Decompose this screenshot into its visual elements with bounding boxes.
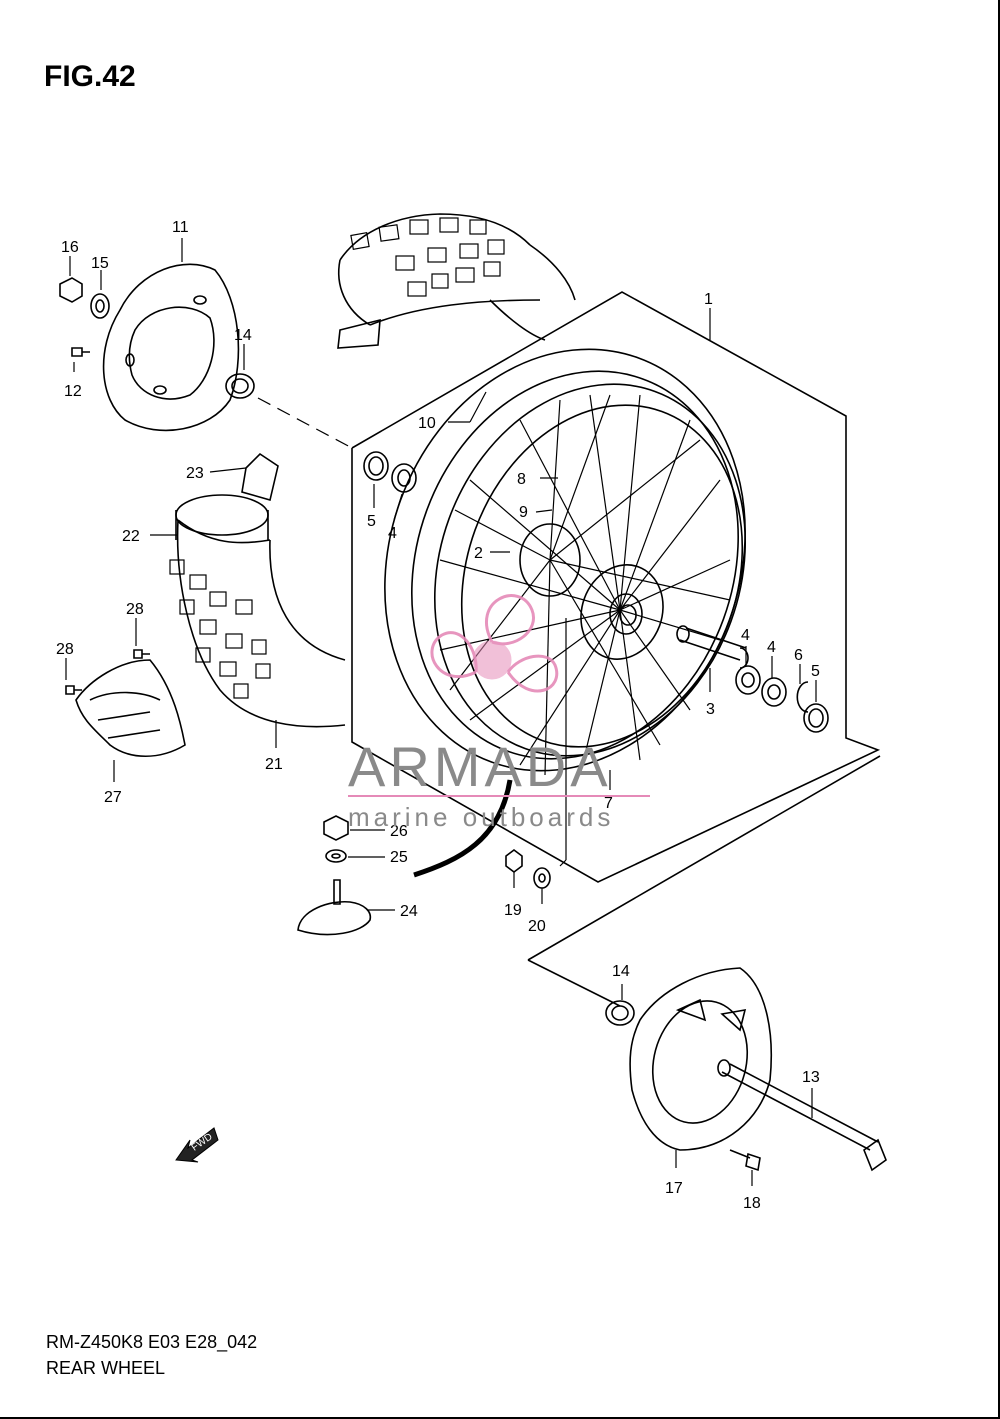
watermark-tagline: marine outboards — [348, 802, 614, 832]
spacer — [679, 627, 749, 669]
part-label: 3 — [706, 701, 715, 718]
assembly-frame — [351, 291, 881, 883]
bolt — [133, 649, 150, 659]
bolt — [71, 347, 90, 357]
model-code: RM-Z450K8 E03 E28_042 — [46, 1332, 258, 1352]
part-label: 7 — [604, 795, 613, 812]
part-label: 14 — [612, 963, 630, 980]
part-label: 5 — [811, 663, 820, 680]
rim-tape — [241, 452, 279, 501]
nut — [505, 849, 523, 873]
part-label: 10 — [418, 415, 436, 432]
part-label: 17 — [665, 1180, 683, 1197]
circlip — [796, 681, 809, 713]
part-label: 21 — [265, 756, 283, 773]
bearing — [761, 677, 787, 707]
collar — [225, 373, 255, 399]
part-label: 11 — [172, 219, 189, 236]
part-label: 4 — [388, 525, 397, 542]
bolt — [65, 685, 82, 695]
bearing — [735, 665, 761, 695]
part-label: 1 — [704, 291, 713, 308]
washer — [533, 867, 551, 889]
oil-seal — [363, 451, 389, 481]
oil-seal — [803, 703, 829, 733]
disc-guard — [75, 659, 186, 758]
bolt — [729, 1149, 761, 1172]
part-label: 5 — [367, 513, 376, 530]
part-label: 9 — [519, 504, 528, 521]
part-label: 20 — [528, 918, 546, 935]
part-label: 28 — [126, 601, 144, 618]
nut — [59, 277, 83, 303]
collar — [605, 1000, 635, 1026]
part-label: 25 — [390, 849, 408, 866]
part-label: 19 — [504, 902, 522, 919]
part-label: 13 — [802, 1069, 820, 1086]
washer — [325, 849, 347, 863]
hub — [519, 523, 664, 660]
figure-title: FIG.42 — [44, 60, 136, 93]
part-label: 6 — [794, 647, 803, 664]
part-label: 26 — [390, 823, 408, 840]
tire — [337, 213, 576, 349]
part-label: 12 — [64, 383, 82, 400]
tire-side-view — [169, 494, 346, 728]
part-label: 4 — [767, 639, 776, 656]
watermark-logo — [430, 594, 559, 693]
part-label: 27 — [104, 789, 122, 806]
part-labels: 1 2 3 4 4 4 5 5 6 7 8 9 10 11 12 13 14 1… — [56, 219, 820, 1212]
part-label: 15 — [91, 255, 109, 272]
part-label: 16 — [61, 239, 79, 256]
watermark-brand: ARMADA — [348, 735, 612, 798]
part-label: 8 — [517, 471, 526, 488]
part-label: 2 — [474, 545, 483, 562]
nut — [323, 815, 349, 841]
rear-sprocket — [629, 967, 773, 1151]
bearing — [391, 463, 417, 493]
wheel-rim — [384, 348, 747, 772]
part-label: 4 — [741, 627, 750, 644]
part-label: 28 — [56, 641, 74, 658]
section-name: REAR WHEEL — [46, 1358, 166, 1378]
washer — [90, 293, 110, 319]
part-label: 14 — [234, 327, 252, 344]
spokes — [439, 394, 731, 776]
part-label: 22 — [122, 528, 140, 545]
rim-lock — [297, 900, 372, 936]
brake-disc — [102, 263, 240, 432]
fwd-arrow: FWD — [175, 1127, 219, 1163]
part-label: 23 — [186, 465, 204, 482]
part-label: 24 — [400, 903, 418, 920]
part-label: 18 — [743, 1195, 761, 1212]
axle — [721, 1063, 879, 1151]
